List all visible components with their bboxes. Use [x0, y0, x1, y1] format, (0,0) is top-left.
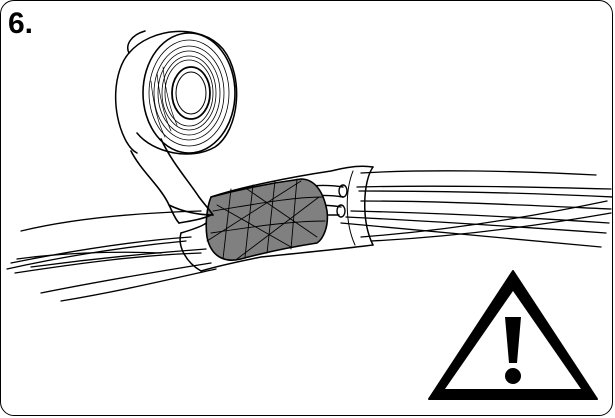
- left-cable-bundle: [6, 210, 217, 302]
- tape-strip: [130, 138, 214, 224]
- warning-triangle-icon: [428, 270, 598, 400]
- tape-roll-icon: [115, 30, 238, 155]
- grey-tape-wrap: [205, 178, 329, 261]
- step-number: 6.: [8, 7, 34, 40]
- right-cable-bundle: [340, 170, 612, 248]
